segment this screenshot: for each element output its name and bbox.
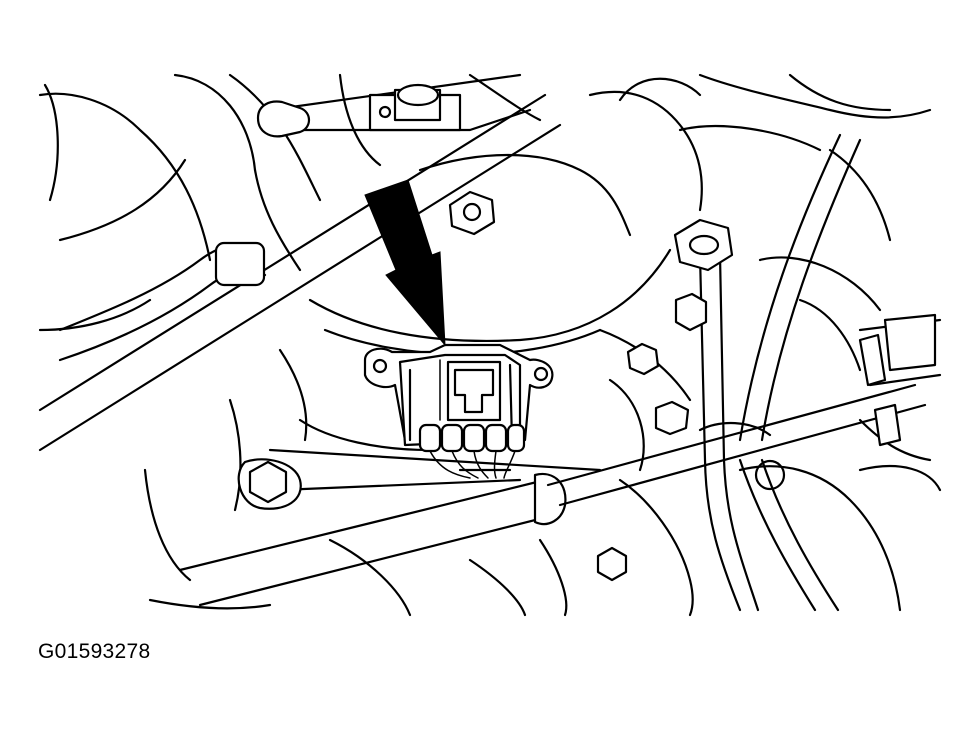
electrical-connector: [363, 343, 554, 479]
bolts-and-nuts: [248, 83, 937, 582]
tubes-and-hoses: [38, 73, 942, 612]
pointer-arrow: [364, 179, 446, 347]
engine-component-outlines: [38, 73, 942, 617]
figure-id-label: G01593278: [38, 640, 151, 663]
